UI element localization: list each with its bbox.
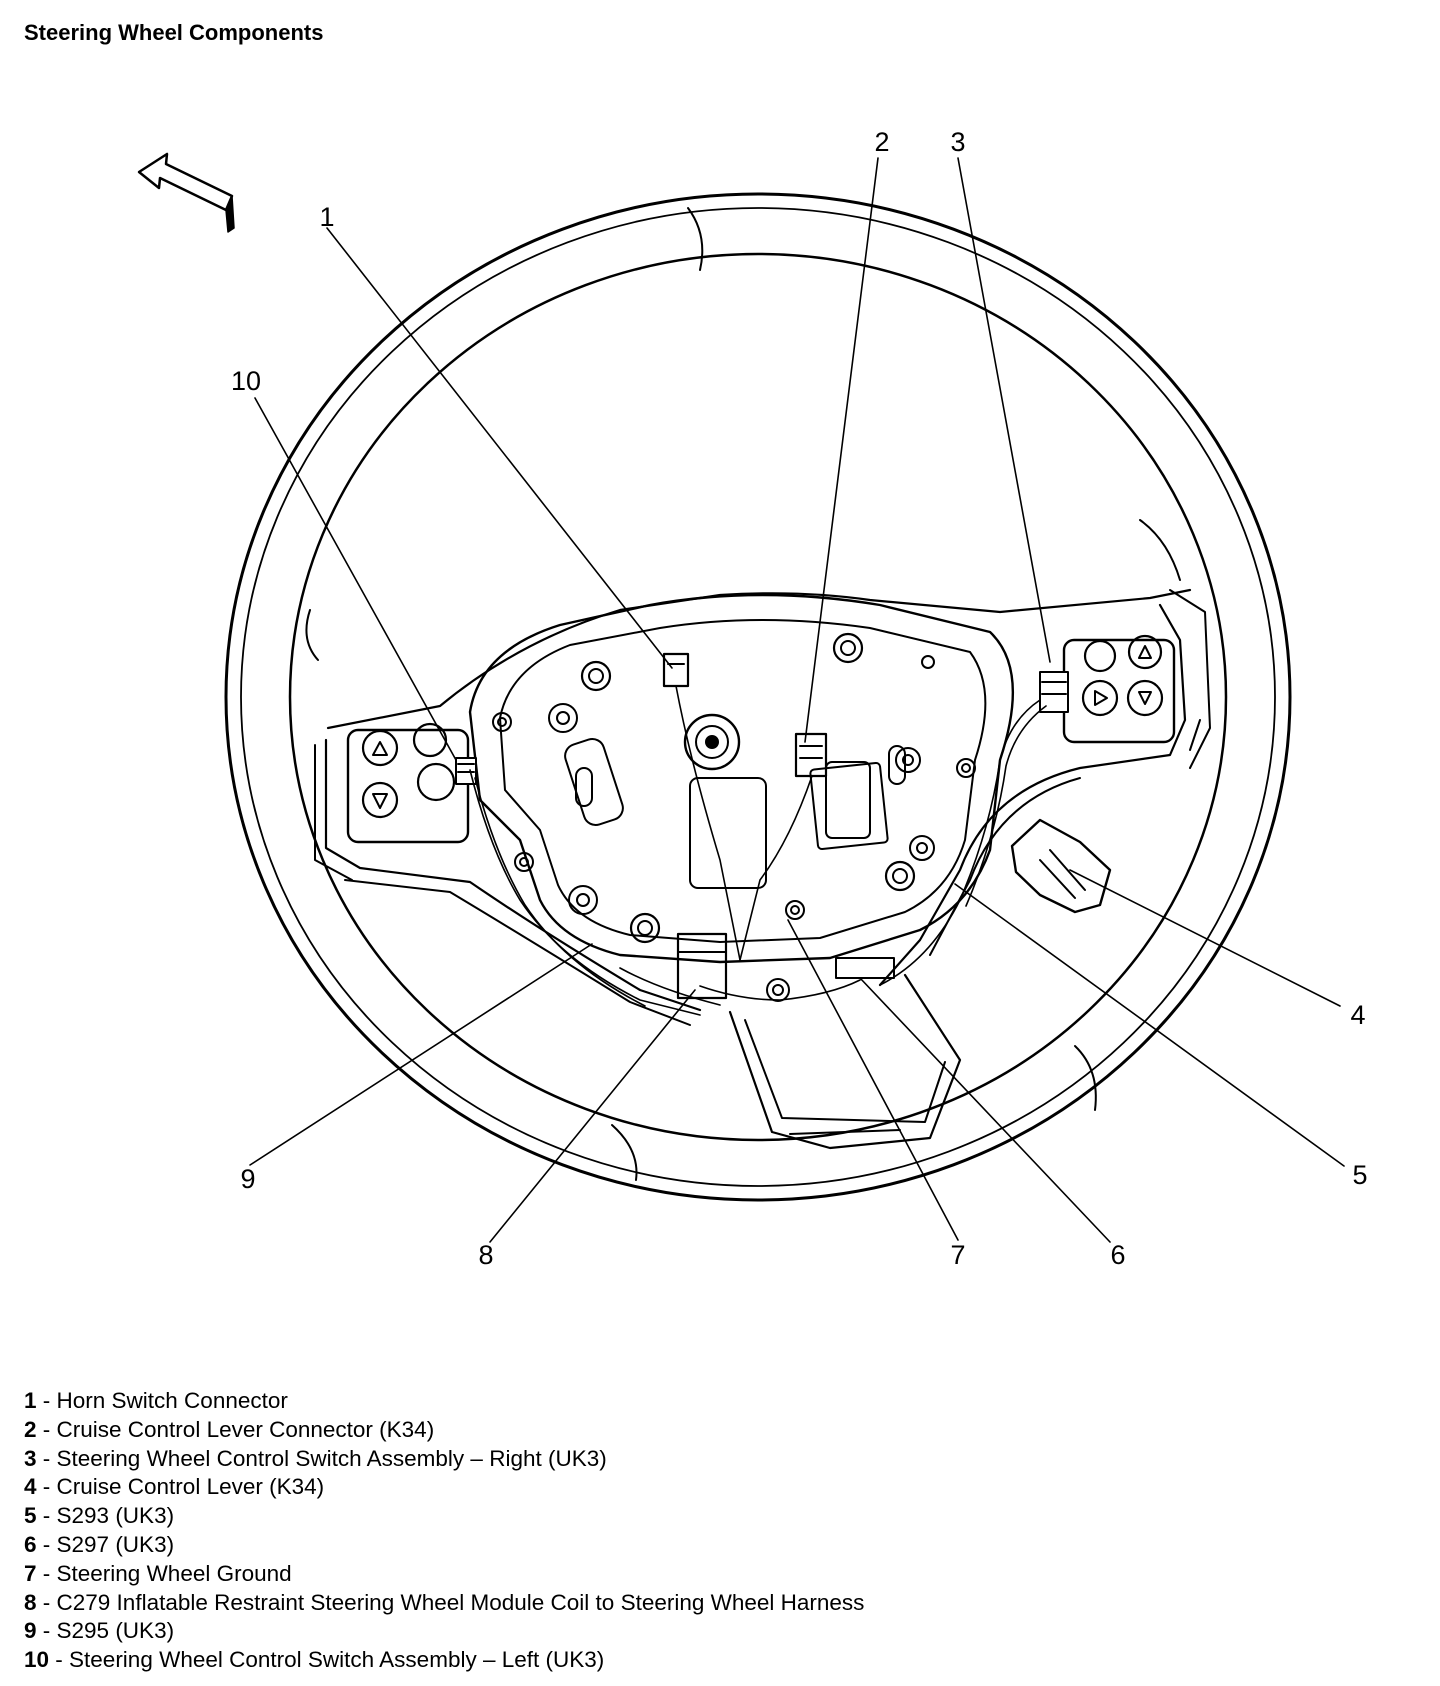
legend-item: 6 - S297 (UK3): [24, 1531, 864, 1560]
left-switch-assembly: [346, 722, 477, 844]
callout-label-3: 3: [950, 127, 965, 157]
legend-separator: -: [36, 1388, 57, 1413]
callout-label-5: 5: [1352, 1160, 1367, 1190]
callout-label-10: 10: [231, 366, 261, 396]
steering-wheel-diagram: 1 2 3 4 5 6 7 8 9 10: [137, 127, 1368, 1270]
legend-separator: -: [36, 1531, 57, 1557]
legend-item: 7 - Steering Wheel Ground: [24, 1560, 864, 1589]
legend-number: 7: [24, 1560, 37, 1586]
right-spoke: [878, 589, 1211, 987]
steering-wheel-rim: [224, 192, 1292, 1202]
right-switch-assembly: [1039, 634, 1176, 744]
legend-item: 9 - S295 (UK3): [24, 1617, 864, 1646]
legend-item: 3 - Steering Wheel Control Switch Assemb…: [24, 1445, 864, 1474]
legend-separator: -: [36, 1445, 57, 1471]
legend-item: 10 - Steering Wheel Control Switch Assem…: [24, 1646, 864, 1675]
legend-number: 3: [24, 1445, 37, 1471]
hub-plate: [468, 593, 1015, 964]
legend-label: Cruise Control Lever (K34): [56, 1474, 325, 1500]
legend-separator: -: [36, 1474, 57, 1500]
legend-separator: -: [36, 1618, 57, 1644]
legend-number: 2: [24, 1416, 37, 1442]
legend-item: 4 - Cruise Control Lever (K34): [24, 1473, 864, 1502]
legend-label: Steering Wheel Control Switch Assembly –…: [56, 1445, 607, 1471]
callout-leader-lines: [249, 157, 1345, 1243]
callout-label-7: 7: [950, 1240, 965, 1270]
callout-labels: 1 2 3 4 5 6 7 8 9 10: [231, 127, 1368, 1270]
legend-number: 10: [24, 1647, 50, 1673]
legend-separator: -: [36, 1560, 57, 1586]
connectors: [662, 652, 895, 1002]
legend-label: S295 (UK3): [56, 1618, 175, 1644]
legend-label: Steering Wheel Control Switch Assembly –…: [69, 1647, 605, 1673]
legend-label: C279 Inflatable Restraint Steering Wheel…: [56, 1589, 865, 1615]
legend-label: Horn Switch Connector: [56, 1388, 288, 1413]
page-title: Steering Wheel Components: [24, 20, 324, 45]
cruise-control-lever: [1010, 818, 1112, 914]
legend-label: Steering Wheel Ground: [56, 1560, 292, 1586]
legend-number: 6: [24, 1531, 37, 1557]
legend-item: 2 - Cruise Control Lever Connector (K34): [24, 1416, 864, 1445]
callout-label-1: 1: [319, 202, 334, 232]
legend-number: 1: [24, 1388, 37, 1413]
legend-separator: -: [36, 1416, 57, 1442]
legend-label: Cruise Control Lever Connector (K34): [56, 1416, 435, 1442]
hub-bolts: [492, 632, 976, 944]
callout-label-6: 6: [1110, 1240, 1125, 1270]
callout-label-8: 8: [478, 1240, 493, 1270]
legend-label: S293 (UK3): [56, 1503, 175, 1529]
callout-label-9: 9: [240, 1164, 255, 1194]
callout-label-4: 4: [1350, 1000, 1365, 1030]
legend-number: 8: [24, 1589, 37, 1615]
legend-separator: -: [49, 1647, 70, 1673]
legend-separator: -: [36, 1503, 57, 1529]
wiring-harness: [469, 685, 1047, 1016]
callout-label-2: 2: [874, 127, 889, 157]
legend-label: S297 (UK3): [56, 1531, 175, 1557]
bottom-spoke: [728, 973, 962, 1150]
legend-item: 5 - S293 (UK3): [24, 1502, 864, 1531]
component-legend: 1 - Horn Switch Connector 2 - Cruise Con…: [24, 1387, 864, 1675]
legend-separator: -: [36, 1589, 57, 1615]
legend-number: 9: [24, 1618, 37, 1644]
front-direction-arrow-icon: [137, 152, 235, 233]
legend-number: 4: [24, 1474, 37, 1500]
legend-item: 1 - Horn Switch Connector: [24, 1387, 864, 1416]
legend-number: 5: [24, 1503, 37, 1529]
legend-item: 8 - C279 Inflatable Restraint Steering W…: [24, 1589, 864, 1618]
